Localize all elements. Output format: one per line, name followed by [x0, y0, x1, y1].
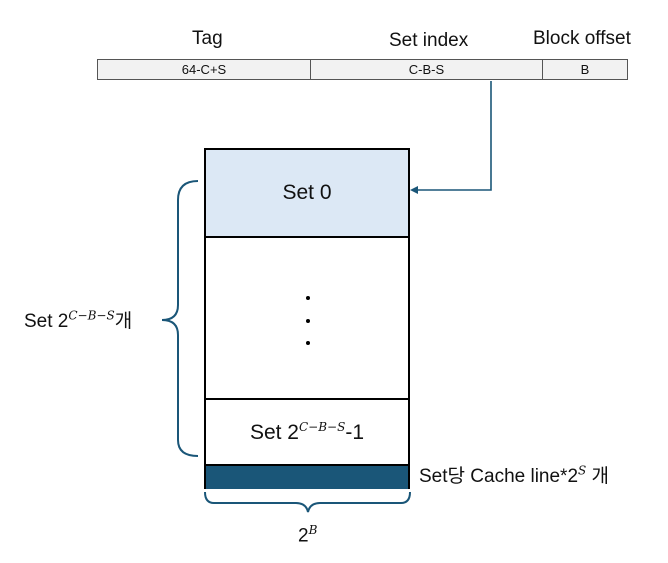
- left-brace: [161, 180, 199, 457]
- tag-field: 64-C+S: [98, 60, 311, 79]
- set-count-label: Set 2C−B−S개: [24, 308, 133, 332]
- set-index-field: C-B-S: [311, 60, 543, 79]
- ellipsis-dot: [306, 296, 310, 300]
- last-set-row: Set 2C−B−S-1: [206, 400, 408, 466]
- bottom-brace: [204, 491, 411, 513]
- cache-line-row: [206, 466, 408, 489]
- set-index-arrow-line: [414, 81, 492, 191]
- block-size-label: 2B: [298, 523, 318, 547]
- address-field-bar: 64-C+S C-B-S B: [97, 59, 628, 80]
- set-0-row: Set 0: [206, 150, 408, 238]
- ellipsis-dot: [306, 341, 310, 345]
- last-set-label: Set 2C−B−S-1: [249, 419, 365, 444]
- tag-header: Tag: [192, 28, 223, 49]
- set-0-label: Set 0: [282, 181, 332, 204]
- set-index-arrow-head: [410, 186, 418, 194]
- ellipsis-row: [206, 238, 408, 400]
- ellipsis-dot: [306, 319, 310, 323]
- block-offset-field: B: [580, 62, 590, 77]
- block-offset-header: Block offset: [533, 28, 631, 49]
- cache-line-count-label: Set당 Cache line*2S 개: [419, 463, 610, 487]
- set-index-header: Set index: [389, 30, 469, 51]
- cache-diagram: Set 0 Set 2C−B−S-1: [204, 148, 410, 489]
